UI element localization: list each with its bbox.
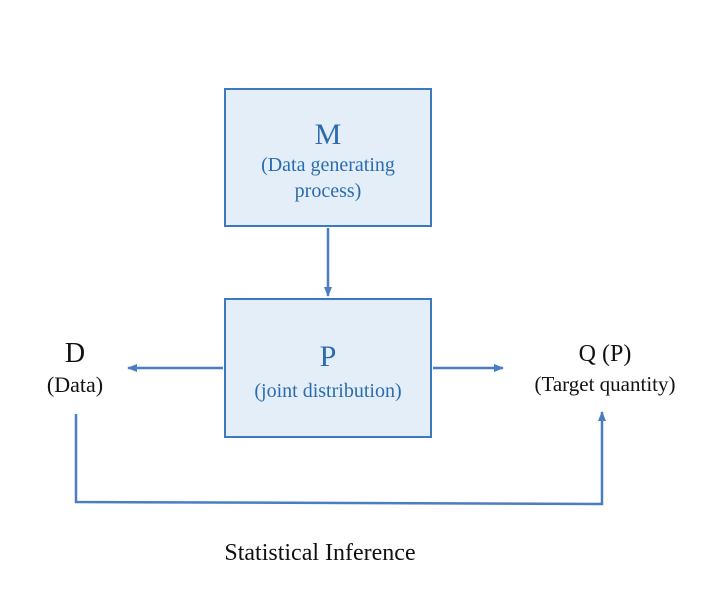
statistical-inference-caption: Statistical Inference [224,540,416,566]
node-d-title: D [64,338,86,369]
node-p-joint-distribution: P (joint distribution) [224,298,432,438]
node-p-subtitle: (joint distribution) [254,380,402,402]
node-p-title: P [319,340,337,373]
node-d-data: D (Data) [30,338,120,400]
node-m-title: M [314,118,342,151]
arrow-d-to-q-inference [74,411,606,506]
node-q-target-quantity: Q (P) (Target quantity) [505,338,705,398]
node-m-subtitle-line2: process) [294,180,362,202]
node-d-subtitle: (Data) [46,372,104,397]
node-m-subtitle-line1: (Data generating [261,154,395,176]
node-q-subtitle: (Target quantity) [534,372,676,396]
node-m-data-generating-process: M (Data generating process) [224,88,432,227]
node-q-title: Q (P) [578,341,632,367]
